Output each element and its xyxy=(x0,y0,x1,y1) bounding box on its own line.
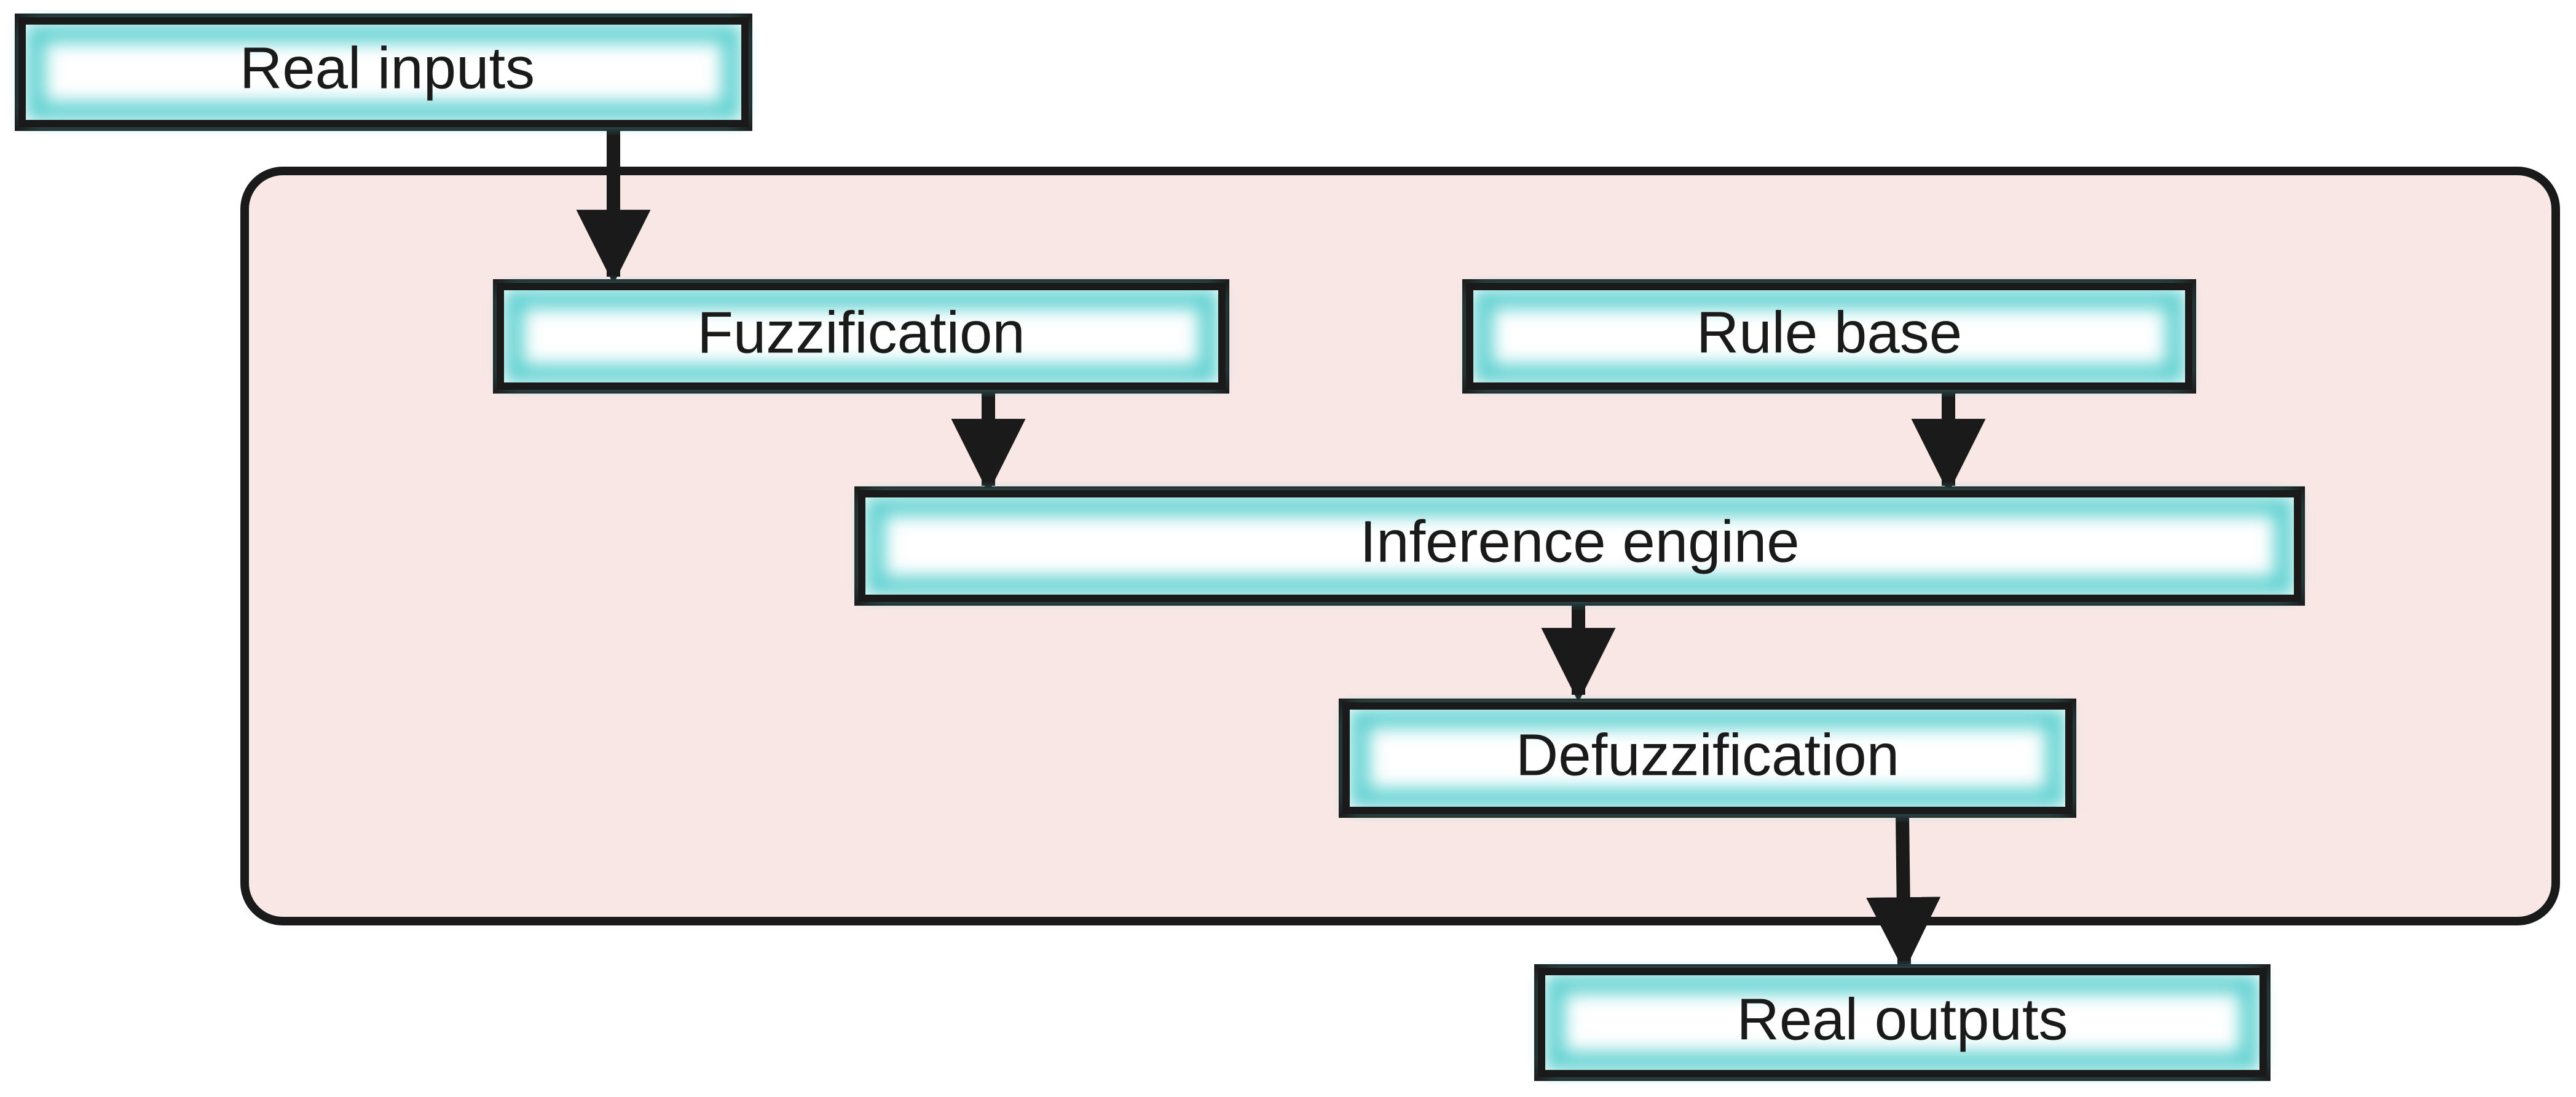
node-fuzzification: Fuzzification xyxy=(493,279,1229,394)
node-real-outputs: Real outputs xyxy=(1534,964,2271,1081)
arrow-defuzzification-to-outputs xyxy=(1866,814,1941,972)
node-defuzzification: Defuzzification xyxy=(1339,699,2076,818)
node-inference-engine: Inference engine xyxy=(854,486,2305,606)
node-label-rule-base: Rule base xyxy=(1696,299,1962,365)
node-label-fuzzification: Fuzzification xyxy=(697,299,1025,365)
node-label-defuzzification: Defuzzification xyxy=(1516,722,1899,788)
node-real-inputs: Real inputs xyxy=(15,14,752,131)
node-label-real-outputs: Real outputs xyxy=(1736,986,2068,1052)
arrows xyxy=(576,127,1986,972)
node-label-real-inputs: Real inputs xyxy=(240,35,535,101)
node-rule-base: Rule base xyxy=(1462,279,2196,394)
node-label-inference-engine: Inference engine xyxy=(1360,509,1799,574)
